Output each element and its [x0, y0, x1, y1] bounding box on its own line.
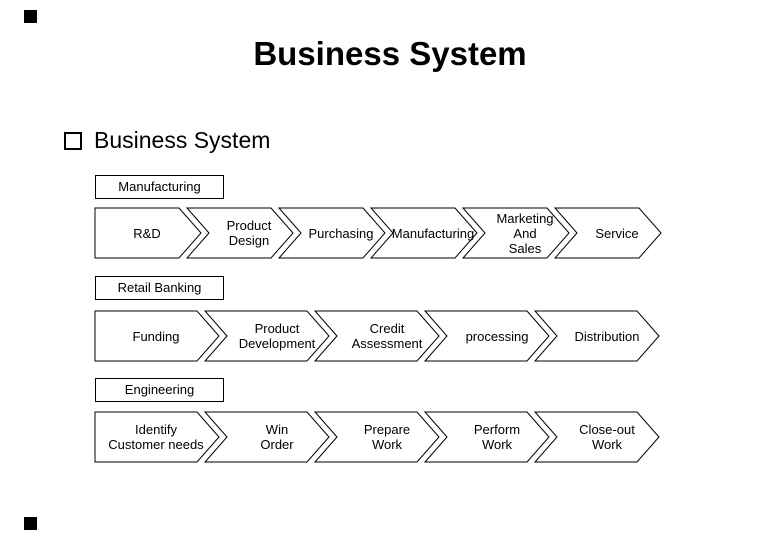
chevron-step-label: Prepare Work — [363, 422, 411, 452]
chevron-step-label: Credit Assessment — [351, 321, 423, 351]
chevron-step-label: Close-out Work — [579, 422, 635, 452]
chevron-shape — [94, 310, 220, 362]
slide-title: Business System — [253, 35, 527, 72]
chevron-row-retail-banking — [94, 310, 660, 362]
bullet-heading-line: Business System — [64, 127, 270, 153]
chevron-step-label: Purchasing — [308, 225, 374, 241]
chevron-shape — [203, 411, 330, 463]
chevron-step-label: Identify Customer needs — [108, 422, 204, 452]
chevron-step-label: Service — [595, 225, 639, 241]
corner-marker-top-left — [24, 10, 37, 23]
chevron-step-label: R&D — [133, 225, 161, 241]
corner-marker-bottom-left — [24, 517, 37, 530]
bullet-heading-text: Business System — [94, 127, 271, 153]
chevron-shape — [423, 411, 550, 463]
chevron-shape — [185, 207, 294, 259]
chevron-step-label: Funding — [132, 328, 180, 344]
chevron-shape — [313, 310, 440, 362]
chevron-step-label: Win Order — [260, 422, 294, 452]
chevron-shape — [94, 207, 202, 259]
chevron-step-label: Perform Work — [473, 422, 521, 452]
chevron-shape — [461, 207, 570, 259]
chevron-step-label: Product Development — [238, 321, 316, 351]
chevron-step-label: Manufacturing — [391, 225, 475, 241]
chevron-shape — [423, 310, 550, 362]
chevron-row-manufacturing — [94, 207, 662, 259]
process-group-label-retail-banking: Retail Banking — [95, 276, 224, 300]
chevron-shape — [369, 207, 478, 259]
process-group-label-manufacturing: Manufacturing — [95, 175, 224, 199]
chevron-shape — [313, 411, 440, 463]
chevron-step-label: Distribution — [574, 328, 640, 344]
chevron-step-label: processing — [465, 328, 529, 344]
chevron-step-label: Product Design — [226, 218, 272, 248]
process-group-label-engineering: Engineering — [95, 378, 224, 402]
chevron-shape — [533, 310, 660, 362]
chevron-shape — [203, 310, 330, 362]
chevron-shape — [277, 207, 386, 259]
chevron-shape — [553, 207, 662, 259]
chevron-shape — [533, 411, 660, 463]
chevron-step-label: Marketing And Sales — [496, 210, 554, 256]
chevron-shape — [94, 411, 220, 463]
square-bullet-icon — [64, 132, 82, 150]
chevron-row-engineering — [94, 411, 660, 463]
